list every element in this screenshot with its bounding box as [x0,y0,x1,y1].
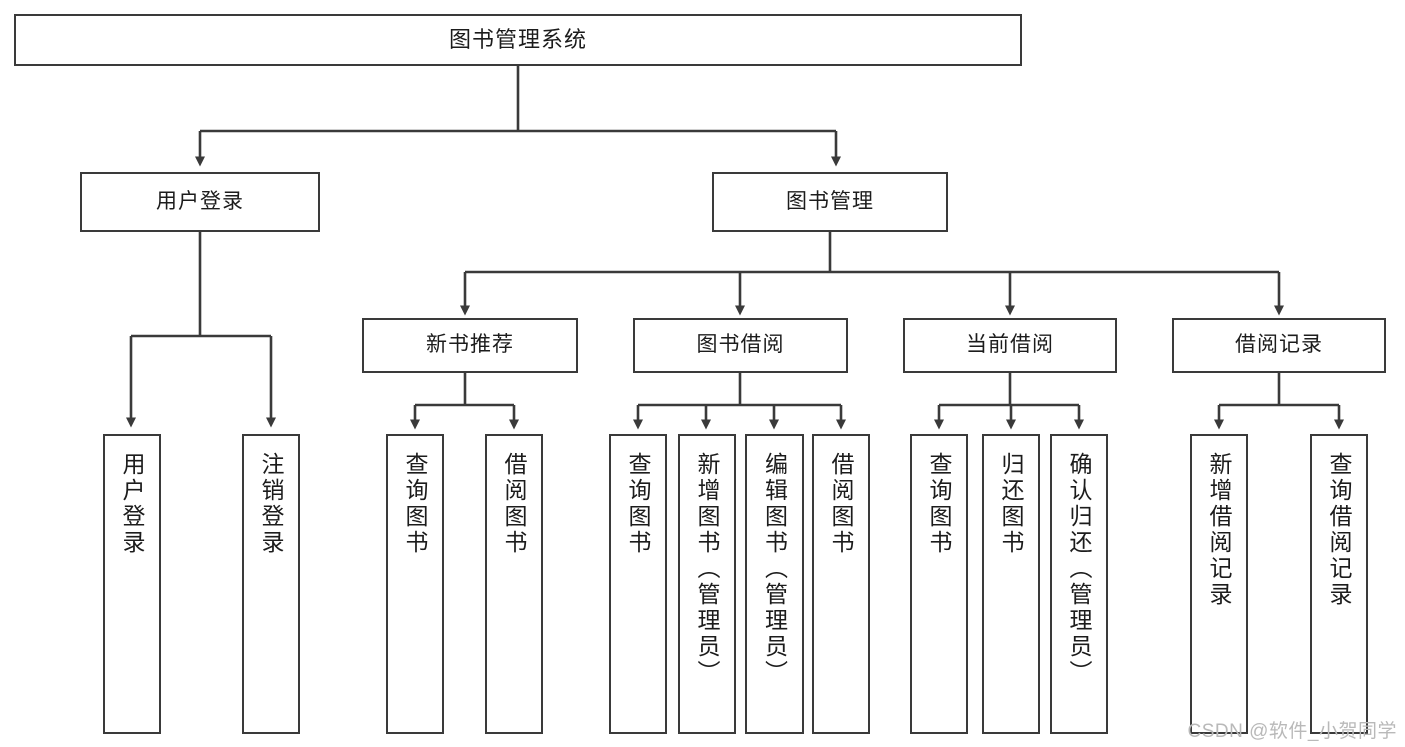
leaf-new-book-query[interactable]: 查询图书 [386,434,444,734]
node-label: 新书推荐 [426,333,514,357]
node-current-borrow[interactable]: 当前借阅 [903,318,1117,373]
node-new-book-recommend[interactable]: 新书推荐 [362,318,578,373]
node-label: 查询图书 [402,452,429,556]
leaf-current-query-book[interactable]: 查询图书 [910,434,968,734]
node-borrow-record[interactable]: 借阅记录 [1172,318,1386,373]
node-book-borrow[interactable]: 图书借阅 [633,318,848,373]
leaf-record-add-record[interactable]: 新增借阅记录 [1190,434,1248,734]
leaf-borrow-query-book[interactable]: 查询图书 [609,434,667,734]
node-label: 新增图书（管理员） [694,452,721,686]
node-label: 借阅记录 [1235,333,1323,357]
node-book-management[interactable]: 图书管理 [712,172,948,232]
node-label: 用户登录 [156,189,244,213]
watermark-text: CSDN @软件_小贺同学 [1187,721,1397,742]
node-label: 查询图书 [926,452,953,556]
leaf-current-return-book[interactable]: 归还图书 [982,434,1040,734]
leaf-borrow-edit-book-admin[interactable]: 编辑图书（管理员） [745,434,804,734]
node-label: 新增借阅记录 [1206,452,1233,608]
node-label: 图书管理系统 [448,27,587,53]
leaf-user-login-logout[interactable]: 注销登录 [242,434,300,734]
leaf-new-book-borrow[interactable]: 借阅图书 [485,434,543,734]
leaf-user-login-login[interactable]: 用户登录 [103,434,161,734]
node-label: 编辑图书（管理员） [761,452,788,686]
node-label: 当前借阅 [966,333,1054,357]
node-label: 查询借阅记录 [1326,452,1353,608]
node-label: 注销登录 [258,452,285,556]
node-book-management-system[interactable]: 图书管理系统 [14,14,1022,66]
node-user-login[interactable]: 用户登录 [80,172,320,232]
leaf-record-query-record[interactable]: 查询借阅记录 [1310,434,1368,734]
node-label: 用户登录 [119,452,146,556]
node-label: 图书借阅 [696,333,785,357]
leaf-current-confirm-return-admin[interactable]: 确认归还（管理员） [1050,434,1108,734]
node-label: 图书管理 [786,189,874,213]
node-label: 归还图书 [998,452,1025,556]
node-label: 确认归还（管理员） [1066,452,1093,686]
node-label: 借阅图书 [501,452,528,556]
node-label: 借阅图书 [828,452,855,556]
leaf-borrow-borrow-book[interactable]: 借阅图书 [812,434,870,734]
leaf-borrow-add-book-admin[interactable]: 新增图书（管理员） [678,434,736,734]
node-label: 查询图书 [625,452,652,556]
